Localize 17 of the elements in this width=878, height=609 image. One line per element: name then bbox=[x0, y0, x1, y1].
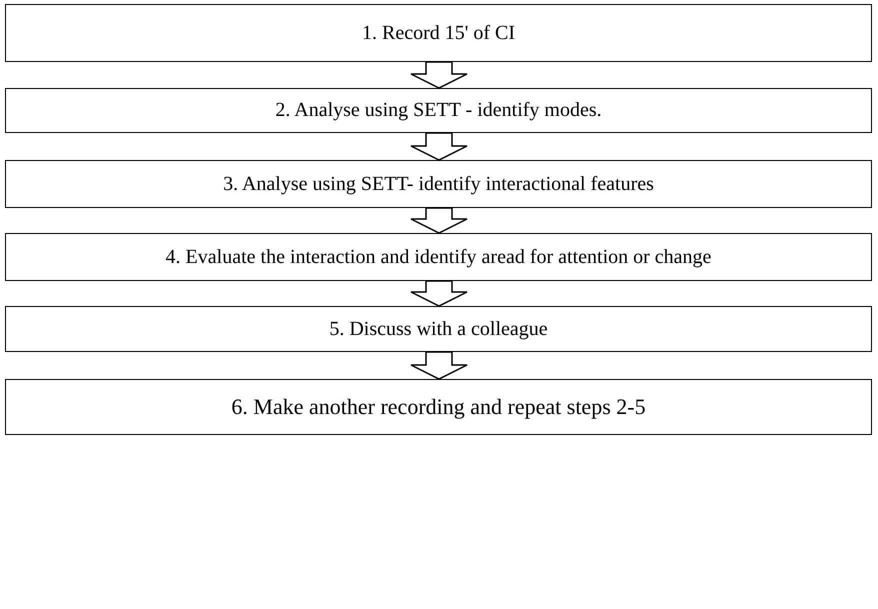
step-text: 3. Analyse using SETT- identify interactional features bbox=[223, 172, 654, 196]
block-arrow bbox=[410, 61, 468, 89]
process-box bbox=[5, 233, 872, 281]
process-box bbox=[5, 379, 872, 435]
step-text: 2. Analyse using SETT - identify modes. bbox=[275, 99, 602, 122]
process-box bbox=[5, 306, 872, 352]
step-text: 4. Evaluate the interaction and identify aread for attention or change bbox=[166, 246, 712, 268]
block-arrow bbox=[410, 280, 468, 307]
process-box bbox=[5, 160, 872, 208]
block-arrow bbox=[410, 207, 468, 234]
process-box bbox=[5, 4, 872, 62]
step-text: 5. Discuss with a colleague bbox=[329, 318, 548, 340]
step-text: 1. Record 15' of CI bbox=[362, 22, 516, 44]
step-text: 6. Make another recording and repeat steps 2-5 bbox=[231, 394, 646, 420]
process-box bbox=[5, 88, 872, 133]
block-arrow bbox=[410, 351, 468, 380]
block-arrow bbox=[410, 132, 468, 161]
